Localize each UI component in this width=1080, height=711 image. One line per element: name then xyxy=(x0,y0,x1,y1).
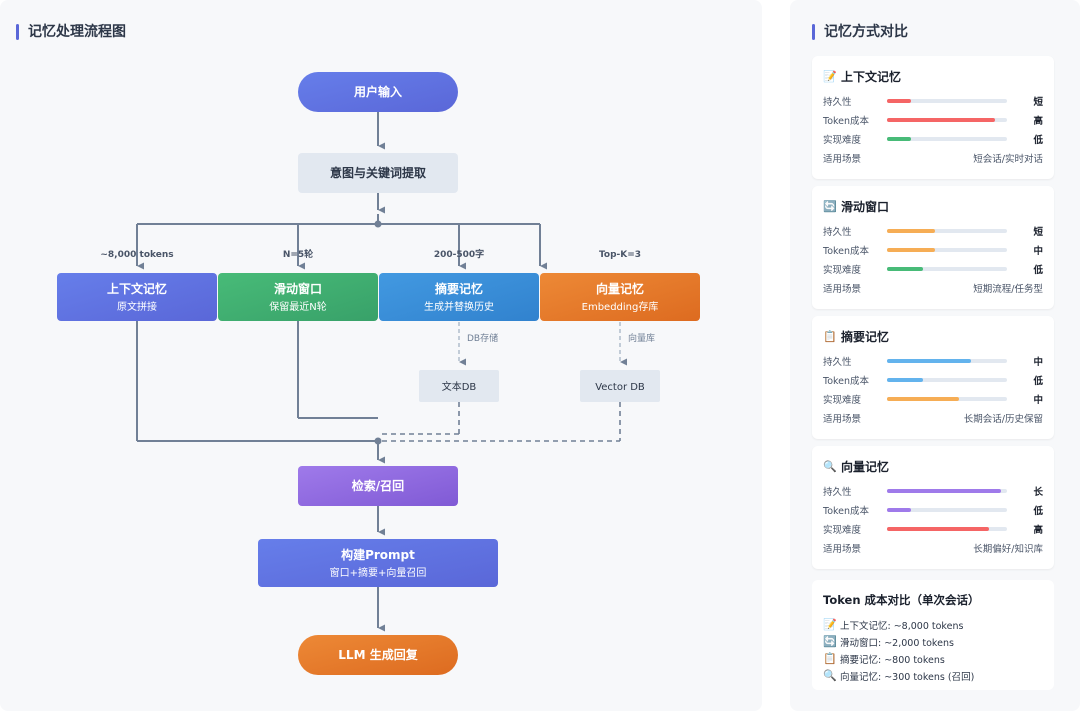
refresh-icon: 🔄 xyxy=(823,635,837,648)
scenario-row: 适用场景短期流程/任务型 xyxy=(823,283,1043,295)
card-title: 摘要记忆 xyxy=(841,330,890,344)
level-fill xyxy=(887,396,959,401)
level-fill xyxy=(887,358,971,363)
level-bar xyxy=(887,228,1007,233)
vector-memory-node: 向量记忆 Embedding存库 xyxy=(540,273,700,321)
token-cost-row: Token成本中 xyxy=(823,245,1043,257)
flowchart-panel xyxy=(0,0,762,711)
retrieve-label: 检索/召回 xyxy=(352,478,404,493)
token-cost-title: Token 成本对比（单次会话） xyxy=(823,593,980,607)
scenario-row: 适用场景短会话/实时对话 xyxy=(823,153,1043,165)
level-fill xyxy=(887,136,911,141)
card-title: 向量记忆 xyxy=(841,460,890,474)
card-sliding-window: 🔄 滑动窗口 持久性短 Token成本中 实现难度低 适用场景短期流程/任务型 xyxy=(812,186,1054,309)
token-cost-row: Token成本低 xyxy=(823,375,1043,387)
level-bar xyxy=(887,117,1007,122)
clipboard-icon: 📋 xyxy=(823,330,837,343)
refresh-icon: 🔄 xyxy=(823,200,837,213)
level-fill xyxy=(887,98,911,103)
token-line: 🔄滑动窗口: ~2,000 tokens xyxy=(823,635,954,649)
vector-store-label: 向量库 xyxy=(628,332,655,344)
difficulty-row: 实现难度低 xyxy=(823,264,1043,276)
durability-row: 持久性中 xyxy=(823,356,1043,368)
vector-memory-title: 向量记忆 xyxy=(596,281,644,296)
build-prompt-sub: 窗口+摘要+向量召回 xyxy=(330,566,427,579)
level-fill xyxy=(887,526,989,531)
llm-reply-label: LLM 生成回复 xyxy=(338,647,418,662)
vector-memory-sub: Embedding存库 xyxy=(582,300,659,313)
retrieve-node: 检索/召回 xyxy=(298,466,458,506)
text-db-node: 文本DB xyxy=(419,370,499,402)
level-bar xyxy=(887,358,1007,363)
context-memory-sub: 原文拼接 xyxy=(117,300,157,313)
level-bar xyxy=(887,136,1007,141)
search-icon: 🔍 xyxy=(823,460,837,473)
token-cost-row: Token成本高 xyxy=(823,115,1043,127)
summary-memory-title: 摘要记忆 xyxy=(435,281,483,296)
durability-row: 持久性短 xyxy=(823,96,1043,108)
token-cost-row: Token成本低 xyxy=(823,505,1043,517)
clipboard-icon: 📋 xyxy=(823,652,837,665)
context-memory-title: 上下文记忆 xyxy=(107,281,167,296)
token-line: 📋摘要记忆: ~800 tokens xyxy=(823,652,945,666)
build-prompt-title: 构建Prompt xyxy=(341,547,415,562)
level-bar xyxy=(887,396,1007,401)
level-bar xyxy=(887,526,1007,531)
card-vector-memory: 🔍 向量记忆 持久性长 Token成本低 实现难度高 适用场景长期偏好/知识库 xyxy=(812,446,1054,569)
context-edge-label: ~8,000 tokens xyxy=(100,250,173,260)
level-fill xyxy=(887,488,1001,493)
memo-icon: 📝 xyxy=(823,618,837,631)
card-context-memory: 📝 上下文记忆 持久性短 Token成本高 实现难度低 适用场景短会话/实时对话 xyxy=(812,56,1054,179)
db-store-label: DB存储 xyxy=(467,332,498,344)
sliding-window-title: 滑动窗口 xyxy=(274,281,322,296)
summary-memory-node: 摘要记忆 生成并替换历史 xyxy=(379,273,539,321)
difficulty-row: 实现难度高 xyxy=(823,524,1043,536)
card-summary-memory: 📋 摘要记忆 持久性中 Token成本低 实现难度中 适用场景长期会话/历史保留 xyxy=(812,316,1054,439)
flowchart-title: 记忆处理流程图 xyxy=(16,23,126,41)
level-fill xyxy=(887,117,995,122)
level-bar xyxy=(887,377,1007,382)
token-line: 🔍向量记忆: ~300 tokens (召回) xyxy=(823,669,975,683)
intent-node: 意图与关键词提取 xyxy=(298,153,458,193)
token-line: 📝上下文记忆: ~8,000 tokens xyxy=(823,618,964,632)
durability-row: 持久性长 xyxy=(823,486,1043,498)
comparison-title: 记忆方式对比 xyxy=(812,23,908,41)
level-fill xyxy=(887,507,911,512)
level-bar xyxy=(887,247,1007,252)
sliding-window-sub: 保留最近N轮 xyxy=(269,300,326,313)
vector-edge-label: Top-K=3 xyxy=(599,250,641,260)
text-db-label: 文本DB xyxy=(442,380,477,393)
level-bar xyxy=(887,266,1007,271)
scenario-row: 适用场景长期偏好/知识库 xyxy=(823,543,1043,555)
flowchart-diagram: 用户输入 意图与关键词提取 ~8,000 tokens N=5轮 200-500… xyxy=(57,72,700,675)
level-fill xyxy=(887,377,923,382)
user-input-node: 用户输入 xyxy=(298,72,458,112)
level-bar xyxy=(887,488,1007,493)
difficulty-row: 实现难度中 xyxy=(823,394,1043,406)
build-prompt-node: 构建Prompt 窗口+摘要+向量召回 xyxy=(258,539,498,587)
token-cost-card: Token 成本对比（单次会话） 📝上下文记忆: ~8,000 tokens 🔄… xyxy=(812,580,1054,690)
context-memory-node: 上下文记忆 原文拼接 xyxy=(57,273,217,321)
user-input-label: 用户输入 xyxy=(353,84,402,99)
card-title: 上下文记忆 xyxy=(841,70,902,84)
level-bar xyxy=(887,507,1007,512)
vector-db-node: Vector DB xyxy=(580,370,660,402)
level-bar xyxy=(887,98,1007,103)
vector-db-label: Vector DB xyxy=(595,382,645,393)
summary-memory-sub: 生成并替换历史 xyxy=(424,300,494,313)
memo-icon: 📝 xyxy=(823,70,837,83)
difficulty-row: 实现难度低 xyxy=(823,134,1043,146)
summary-edge-label: 200-500字 xyxy=(434,248,484,260)
llm-reply-node: LLM 生成回复 xyxy=(298,635,458,675)
sliding-window-node: 滑动窗口 保留最近N轮 xyxy=(218,273,378,321)
durability-row: 持久性短 xyxy=(823,226,1043,238)
level-fill xyxy=(887,228,935,233)
search-icon: 🔍 xyxy=(823,669,837,682)
level-fill xyxy=(887,266,923,271)
intent-label: 意图与关键词提取 xyxy=(330,165,426,180)
level-fill xyxy=(887,247,935,252)
card-title: 滑动窗口 xyxy=(841,200,890,214)
scenario-row: 适用场景长期会话/历史保留 xyxy=(823,413,1043,425)
window-edge-label: N=5轮 xyxy=(283,248,313,260)
